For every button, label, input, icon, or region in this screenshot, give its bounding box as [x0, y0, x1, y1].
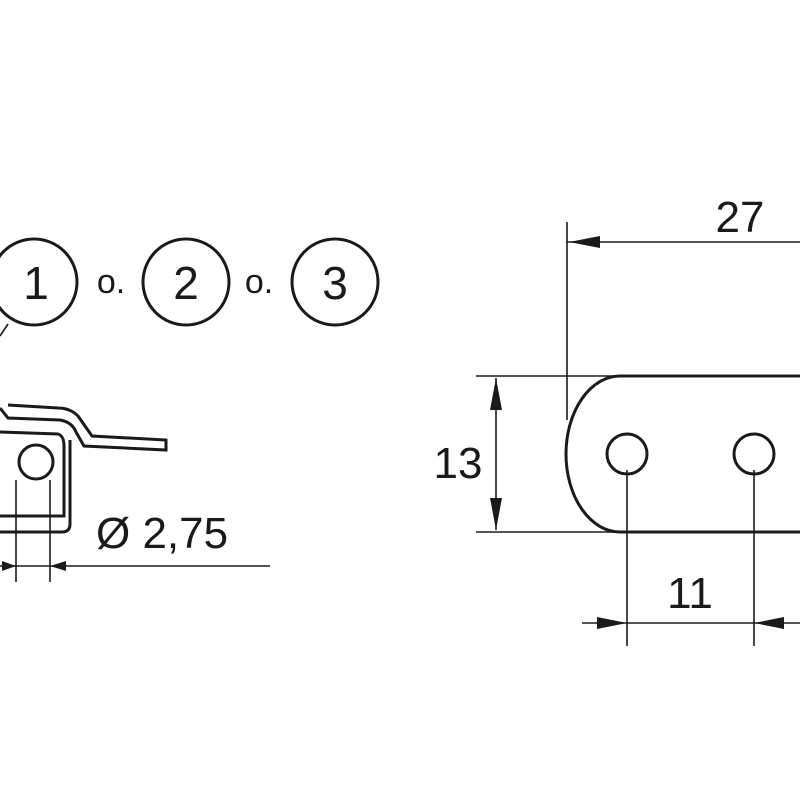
arrow-spacing-right	[754, 617, 784, 629]
callout-label-2: 2	[173, 257, 199, 309]
callout-conjunction-2: o.	[245, 263, 273, 301]
callout-circle-1	[0, 237, 79, 327]
callout-conjunction-1: o.	[97, 263, 125, 301]
plan-view: 27 13 11	[434, 193, 800, 646]
callout-group: 1 o. 2 o. 3	[0, 237, 380, 337]
side-view-arrow-left	[2, 561, 16, 571]
callout-leader	[0, 323, 9, 337]
arrow-height-bottom	[490, 498, 502, 530]
plan-view-hole-1	[605, 432, 649, 476]
arrow-length	[569, 236, 600, 248]
dim-hole-diameter: Ø 2,75	[96, 509, 228, 558]
callout-label-3: 3	[322, 257, 348, 309]
side-view-base	[0, 440, 72, 534]
side-view-body	[0, 430, 66, 518]
side-view-bracket	[0, 403, 168, 452]
dim-overall-length: 27	[716, 193, 765, 242]
plan-view-plate	[564, 374, 800, 534]
side-view-pin-hole	[17, 443, 55, 481]
callout-label-1: 1	[23, 257, 49, 309]
plan-view-hole-2	[732, 432, 776, 476]
side-view: Ø 2,75	[0, 403, 270, 582]
callout-circle-2	[141, 237, 231, 327]
arrow-spacing-left	[597, 617, 627, 629]
callout-circle-3	[290, 237, 380, 327]
dim-height: 13	[434, 439, 483, 488]
arrow-height-top	[490, 378, 502, 410]
dim-hole-spacing: 11	[667, 569, 713, 618]
side-view-arrow-right	[50, 561, 66, 571]
